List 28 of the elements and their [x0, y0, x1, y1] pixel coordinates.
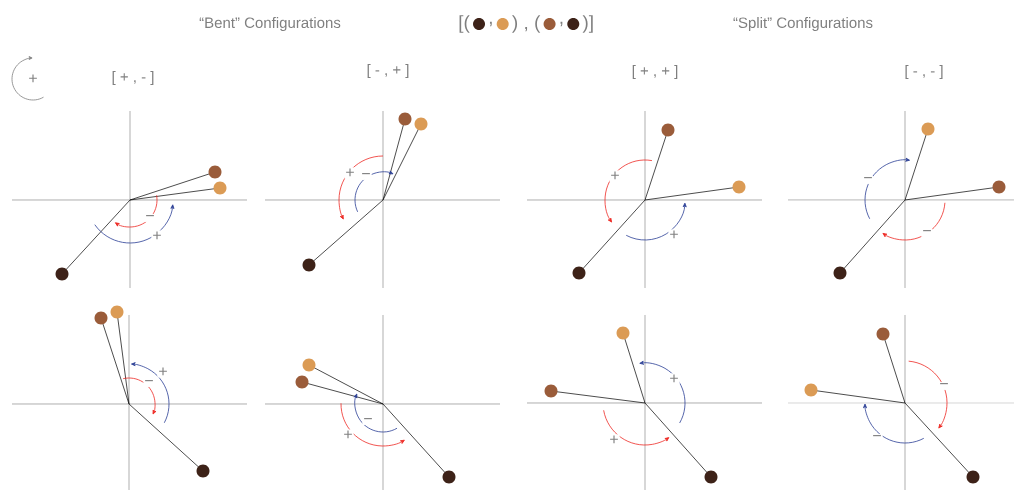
sign-label: −	[938, 382, 950, 390]
notation-text: ,	[489, 21, 492, 27]
notation-text: [(	[459, 15, 470, 33]
heading: “Bent” Configurations	[198, 16, 342, 32]
notation-text: ,	[560, 21, 563, 27]
sign-label: +	[344, 167, 356, 179]
sign-label: −	[921, 229, 933, 237]
heading: “Split” Configurations	[732, 16, 875, 32]
sign-label: +	[609, 170, 621, 182]
sign-label: +	[27, 73, 39, 85]
sign-label: −	[862, 176, 874, 184]
sign-pair-label: [ - , - ]	[903, 64, 945, 80]
sign-pair-label: [ + , - ]	[110, 70, 156, 86]
sign-label: +	[151, 230, 163, 242]
sign-label: +	[668, 373, 680, 385]
sign-label: +	[342, 429, 354, 441]
sign-label: +	[608, 434, 620, 446]
sign-label: −	[362, 417, 374, 425]
sign-pair-label: [ - , + ]	[365, 63, 411, 79]
sign-label: −	[143, 379, 155, 387]
sign-label: +	[668, 229, 680, 241]
sign-label: +	[157, 366, 169, 378]
notation-text: )]	[582, 15, 593, 33]
sign-label: −	[360, 172, 372, 180]
sign-pair-label: [ + , + ]	[630, 64, 680, 80]
sign-label: −	[871, 434, 883, 442]
sign-label: −	[144, 214, 156, 222]
notation-text: ) , (	[512, 15, 541, 33]
